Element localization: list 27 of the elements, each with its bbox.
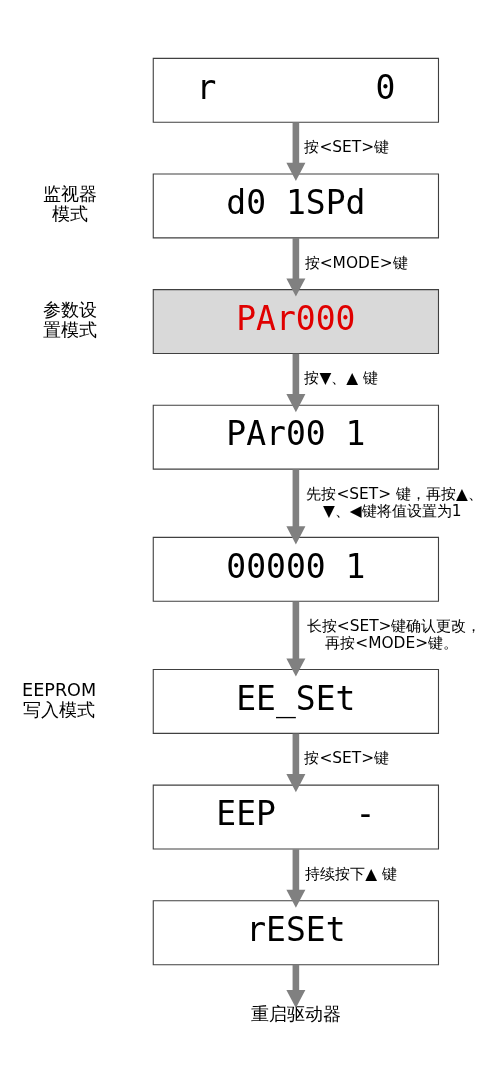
arrow xyxy=(285,964,305,1009)
edge-label: 长按<SET>键确认更改，再按<MODE>键。 xyxy=(306,617,482,652)
node-box: rESEt xyxy=(152,900,439,966)
arrow xyxy=(285,122,305,181)
edge-label: 先按<SET> 键，再按▲、▼、◀键将值设置为1 xyxy=(305,485,483,520)
node-box: r 0 xyxy=(152,57,439,123)
node-text: 重启驱动器 xyxy=(250,1003,341,1024)
node-box: d0 1SPd xyxy=(152,173,439,239)
arrow xyxy=(285,601,305,677)
edge-label: 持续按下▲ 键 xyxy=(304,865,397,883)
node-box: PAr00 1 xyxy=(152,404,439,470)
node-label: EEPROM 写入模式 xyxy=(21,679,96,720)
node-label: 参数设置模式 xyxy=(42,299,97,340)
node-box: PAr000 xyxy=(152,289,439,355)
arrow xyxy=(285,733,305,793)
edge-label: 按<MODE>键 xyxy=(304,253,408,272)
arrow xyxy=(285,238,305,297)
node-box: 00000 1 xyxy=(152,536,439,602)
node-label: 监视器模式 xyxy=(42,184,97,225)
edge-label: 按<SET>键 xyxy=(303,138,389,157)
edge-label: 按▼、▲ 键 xyxy=(303,369,378,388)
arrow xyxy=(285,849,305,908)
edge-label: 按<SET>键 xyxy=(303,749,389,768)
arrow xyxy=(285,353,305,413)
arrow xyxy=(285,469,305,545)
node-box: EEP - xyxy=(152,784,439,850)
node-box: EE_SEt xyxy=(152,669,439,734)
